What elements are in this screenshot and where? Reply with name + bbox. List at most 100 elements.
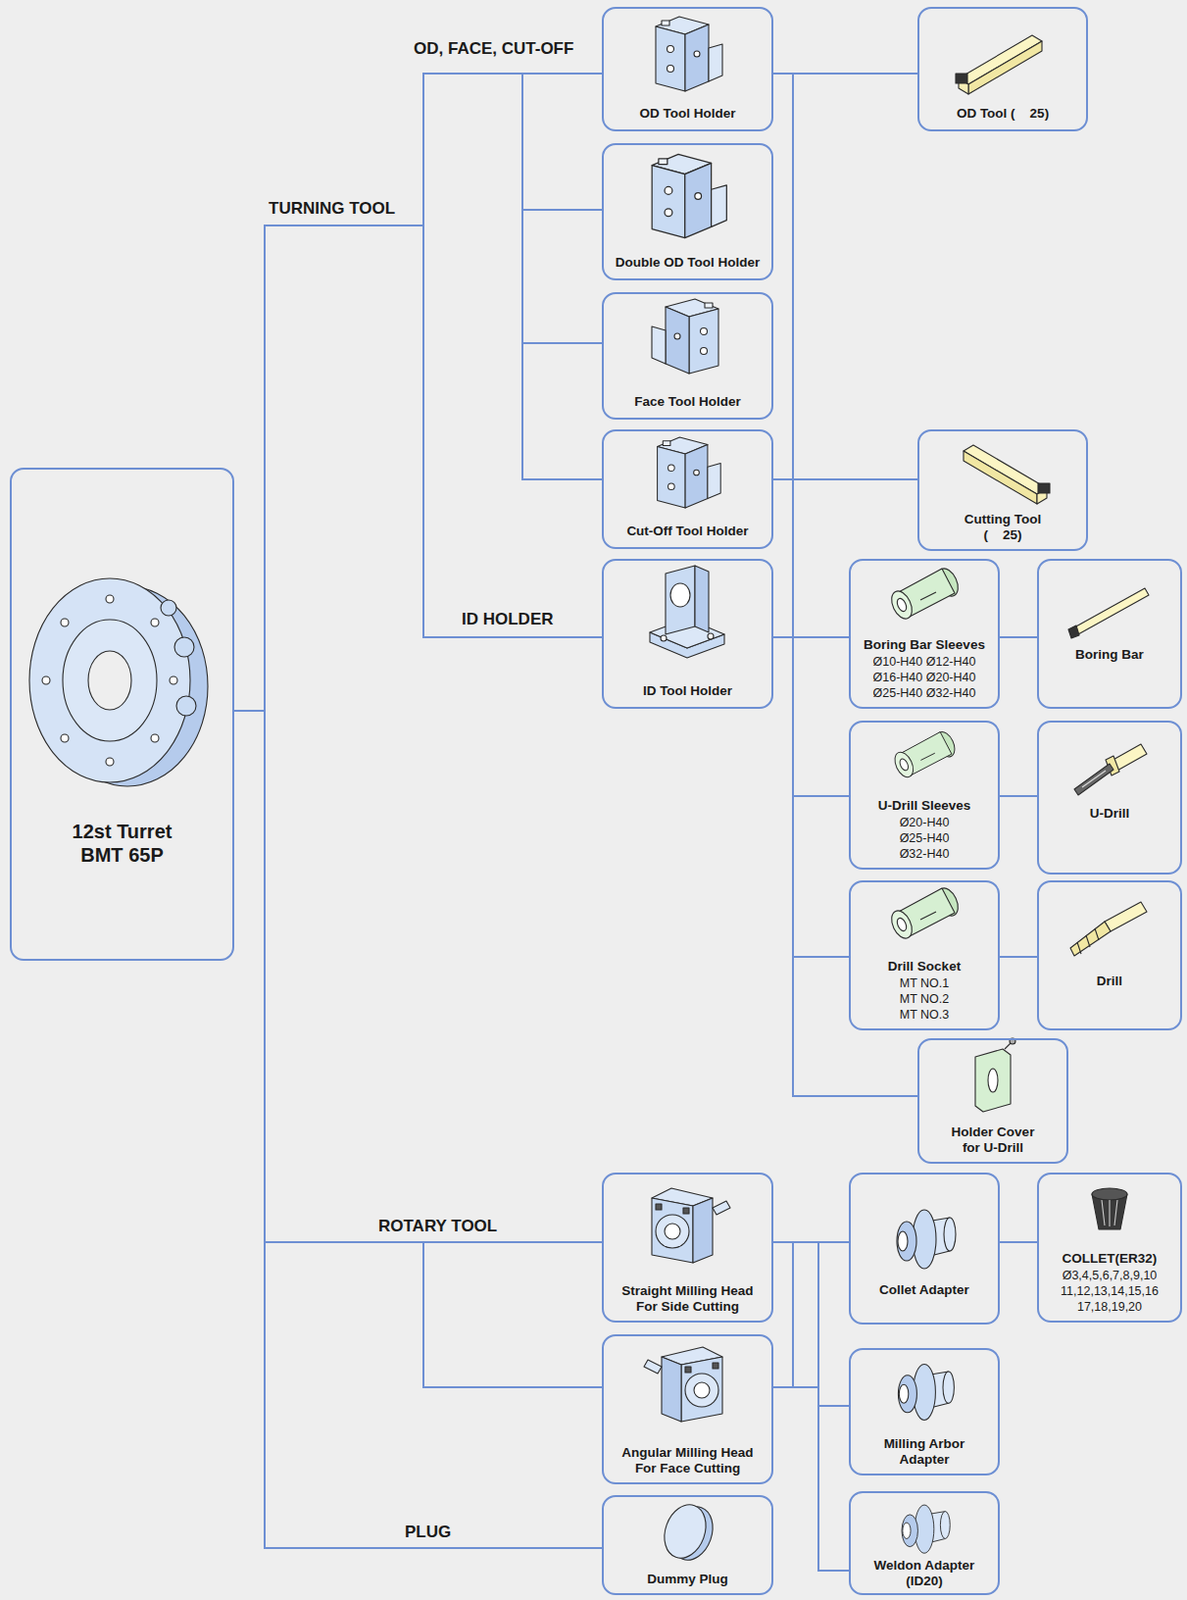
node-detail: Ø3,4,5,6,7,8,9,10 11,12,13,14,15,16 17,1… xyxy=(1054,1267,1165,1315)
connector-line xyxy=(999,636,1038,639)
branch-label: PLUG xyxy=(402,1522,453,1542)
component-box: Weldon Adapter (ID20) xyxy=(848,1490,1000,1595)
node-detail: Ø10-H40 Ø12-H40 Ø16-H40 Ø20-H40 Ø25-H40 … xyxy=(865,653,984,701)
adapter-icon xyxy=(897,1363,954,1420)
text-group: Boring Bar SleevesØ10-H40 Ø12-H40 Ø16-H4… xyxy=(850,637,998,701)
text-group: OD Tool Holder xyxy=(603,105,772,122)
component-box: OD Tool ( 25) xyxy=(917,6,1089,132)
component-box: Double OD Tool Holder xyxy=(601,143,774,281)
text-group: Angular Milling Head For Face Cutting xyxy=(603,1444,772,1477)
component-box: U-Drill SleevesØ20-H40 Ø25-H40 Ø32-H40 xyxy=(848,720,1000,870)
text-group: Straight Milling Head For Side Cutting xyxy=(603,1283,772,1315)
text-group: Collet Adapter xyxy=(850,1282,998,1298)
node-title: COLLET(ER32) xyxy=(1038,1250,1181,1267)
node-title: Weldon Adapter (ID20) xyxy=(868,1557,982,1589)
turret-box: 12st Turret BMT 65P xyxy=(9,467,235,961)
text-group: Drill xyxy=(1038,973,1181,990)
text-group: U-Drill xyxy=(1038,805,1181,822)
holder-icon xyxy=(651,153,727,238)
component-box: Cut-Off Tool Holder xyxy=(601,429,774,549)
connector-line xyxy=(773,1241,849,1571)
node-title: Angular Milling Head For Face Cutting xyxy=(616,1444,759,1477)
node-title: Boring Bar xyxy=(1038,646,1181,663)
node-title: U-Drill xyxy=(1038,805,1181,822)
text-group: COLLET(ER32)Ø3,4,5,6,7,8,9,10 11,12,13,1… xyxy=(1038,1250,1181,1315)
connector-line xyxy=(234,710,602,1242)
node-title: OD Tool ( 25) xyxy=(919,105,1087,122)
connector-line xyxy=(773,478,918,481)
node-title: 12st Turret BMT 65P xyxy=(63,819,182,867)
text-group: Weldon Adapter (ID20) xyxy=(850,1557,998,1589)
node-detail: MT NO.1 MT NO.2 MT NO.3 xyxy=(894,975,954,1023)
adapter-icon xyxy=(901,1504,950,1553)
node-title: Drill Socket xyxy=(850,958,998,975)
component-box: Milling Arbor Adapter xyxy=(848,1347,1000,1476)
text-group: Cut-Off Tool Holder xyxy=(603,523,772,540)
node-title: Cut-Off Tool Holder xyxy=(603,523,772,540)
connector-line xyxy=(773,72,918,75)
node-title: Dummy Plug xyxy=(603,1571,772,1587)
sleeve-icon xyxy=(888,885,963,942)
sleeve-icon xyxy=(890,729,958,781)
component-box: Cutting Tool ( 25) xyxy=(917,429,1089,551)
component-box: Collet Adapter xyxy=(848,1172,1000,1325)
text-group: Holder Cover for U-Drill xyxy=(919,1124,1067,1156)
u-drill-icon xyxy=(1074,743,1147,795)
connector-line xyxy=(999,955,1038,958)
connector-line xyxy=(234,710,602,1548)
node-detail: Ø20-H40 Ø25-H40 Ø32-H40 xyxy=(894,814,954,862)
component-box: Straight Milling Head For Side Cutting xyxy=(601,1172,774,1323)
component-box: Face Tool Holder xyxy=(601,292,774,420)
component-box: ID Tool Holder xyxy=(601,558,774,709)
node-title: Straight Milling Head For Side Cutting xyxy=(616,1283,759,1315)
collet-icon xyxy=(1091,1187,1128,1230)
cover-icon xyxy=(975,1038,1016,1112)
component-box: COLLET(ER32)Ø3,4,5,6,7,8,9,10 11,12,13,1… xyxy=(1037,1172,1183,1323)
text-group: Boring Bar xyxy=(1038,646,1181,663)
node-title: Holder Cover for U-Drill xyxy=(943,1124,1042,1156)
connector-line xyxy=(773,1241,849,1406)
branch-label: OD, FACE, CUT-OFF xyxy=(411,39,576,59)
branch-label: TURNING TOOL xyxy=(266,198,397,219)
component-box: Holder Cover for U-Drill xyxy=(917,1038,1069,1164)
node-title: Boring Bar Sleeves xyxy=(850,637,998,653)
component-box: Boring Bar xyxy=(1037,558,1183,709)
connector-line xyxy=(234,73,602,711)
tool-icon xyxy=(955,35,1042,95)
component-box: U-Drill xyxy=(1037,720,1183,875)
turret-icon xyxy=(29,578,208,787)
connector-line xyxy=(773,1241,849,1387)
holder-icon xyxy=(651,298,719,374)
node-title: Double OD Tool Holder xyxy=(603,254,772,271)
text-group: U-Drill SleevesØ20-H40 Ø25-H40 Ø32-H40 xyxy=(850,797,998,862)
text-group: 12st Turret BMT 65P xyxy=(11,819,233,867)
node-title: Drill xyxy=(1038,973,1181,990)
node-title: Collet Adapter xyxy=(850,1282,998,1298)
component-box: Angular Milling Head For Face Cutting xyxy=(601,1334,774,1484)
component-box: Boring Bar SleevesØ10-H40 Ø12-H40 Ø16-H4… xyxy=(848,558,1000,709)
milling-head-icon xyxy=(643,1346,723,1422)
connector-line xyxy=(234,225,602,711)
text-group: Milling Arbor Adapter xyxy=(850,1435,998,1468)
connector-line xyxy=(234,73,602,711)
drill-icon xyxy=(1070,901,1147,956)
connector-line xyxy=(773,637,918,1096)
text-group: ID Tool Holder xyxy=(603,683,772,699)
branch-label: ROTARY TOOL xyxy=(376,1216,499,1237)
connector-line xyxy=(773,637,849,957)
branch-label: ID HOLDER xyxy=(459,609,556,630)
holder-icon xyxy=(657,437,722,508)
text-group: Drill SocketMT NO.1 MT NO.2 MT NO.3 xyxy=(850,958,998,1023)
milling-head-icon xyxy=(651,1187,731,1263)
connector-line xyxy=(234,710,602,1387)
connector-line xyxy=(773,637,849,796)
text-group: Double OD Tool Holder xyxy=(603,254,772,271)
node-title: Cutting Tool ( 25) xyxy=(961,511,1044,544)
text-group: OD Tool ( 25) xyxy=(919,105,1087,122)
plug-icon xyxy=(657,1498,721,1566)
node-title: ID Tool Holder xyxy=(603,683,772,699)
bus-line xyxy=(791,73,794,638)
